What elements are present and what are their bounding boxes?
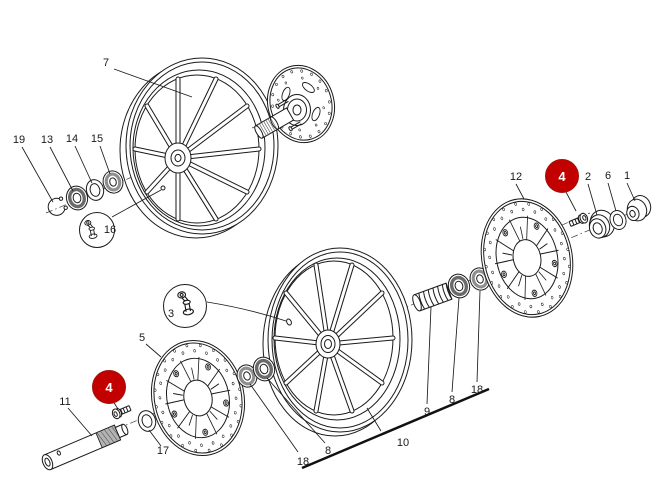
badge-4-right: 4 [545,159,579,193]
callout-8-left: 8 [325,445,331,457]
leader-5 [145,343,162,358]
callout-12: 12 [510,171,522,183]
valve-detail-large [163,284,207,328]
callout-14: 14 [66,133,78,145]
leader-2 [587,183,598,216]
callout-18-left: 18 [297,456,309,468]
leader-13 [49,146,74,192]
leader-19 [21,146,54,203]
leader-lines [21,68,636,470]
leader-6 [607,182,617,212]
callout-3: 3 [168,308,174,320]
leader-14 [74,145,93,184]
internal-spacer [412,282,453,312]
callout-labels: 7 19 13 14 15 16 3 5 11 17 18 8 10 9 8 1… [13,57,630,468]
leader-9 [426,306,432,405]
leader-8-right [451,297,460,393]
leader-4-right [565,191,577,212]
badge-circle [92,370,126,404]
callout-9: 9 [424,406,430,418]
rear-hub [254,94,311,139]
valve-detail-small [79,212,115,248]
leader-18-left [249,383,299,453]
callout-10: 10 [397,437,409,449]
leader-16 [111,189,162,218]
callout-6: 6 [605,170,611,182]
leader-7 [113,68,193,98]
rear-brake-disc [254,64,335,144]
ring-nut [626,195,652,222]
badge-4-left-label: 4 [105,380,113,395]
spacer-bushing [588,209,615,239]
tyre-valve-stub [286,318,292,326]
badge-4-right-label: 4 [558,169,566,184]
callout-18-right: 18 [471,384,483,396]
callout-15: 15 [91,133,103,145]
callout-13: 13 [41,134,53,146]
leader-1 [626,182,636,202]
brake-disc-right [470,190,583,326]
leader-18-right [476,290,481,383]
callout-5: 5 [139,332,145,344]
leader-12 [515,183,525,200]
leader-8-left [266,377,326,444]
front-wheel [262,247,413,437]
front-axle [41,423,129,471]
leader-17 [148,429,162,447]
leader-15 [99,145,111,175]
callout-16: 16 [104,224,116,236]
badge-circle [545,159,579,193]
valve-hole-marker [160,185,166,191]
disc-screw-right [567,211,590,230]
callout-2: 2 [585,171,591,183]
leader-11 [67,407,93,437]
rear-wheel [119,57,279,239]
seal-ring-top [99,167,127,197]
circlip [47,196,68,216]
badge-4-left: 4 [92,370,126,404]
callout-7: 7 [103,57,109,69]
bracket-line-10 [301,387,490,470]
callout-17: 17 [157,445,169,457]
callout-1: 1 [624,170,630,182]
callout-8-right: 8 [449,394,455,406]
callout-19: 19 [13,134,25,146]
callout-11: 11 [59,396,70,408]
disc-screw-left [110,402,133,421]
leader-3 [206,301,287,322]
leader-10 [366,407,382,432]
